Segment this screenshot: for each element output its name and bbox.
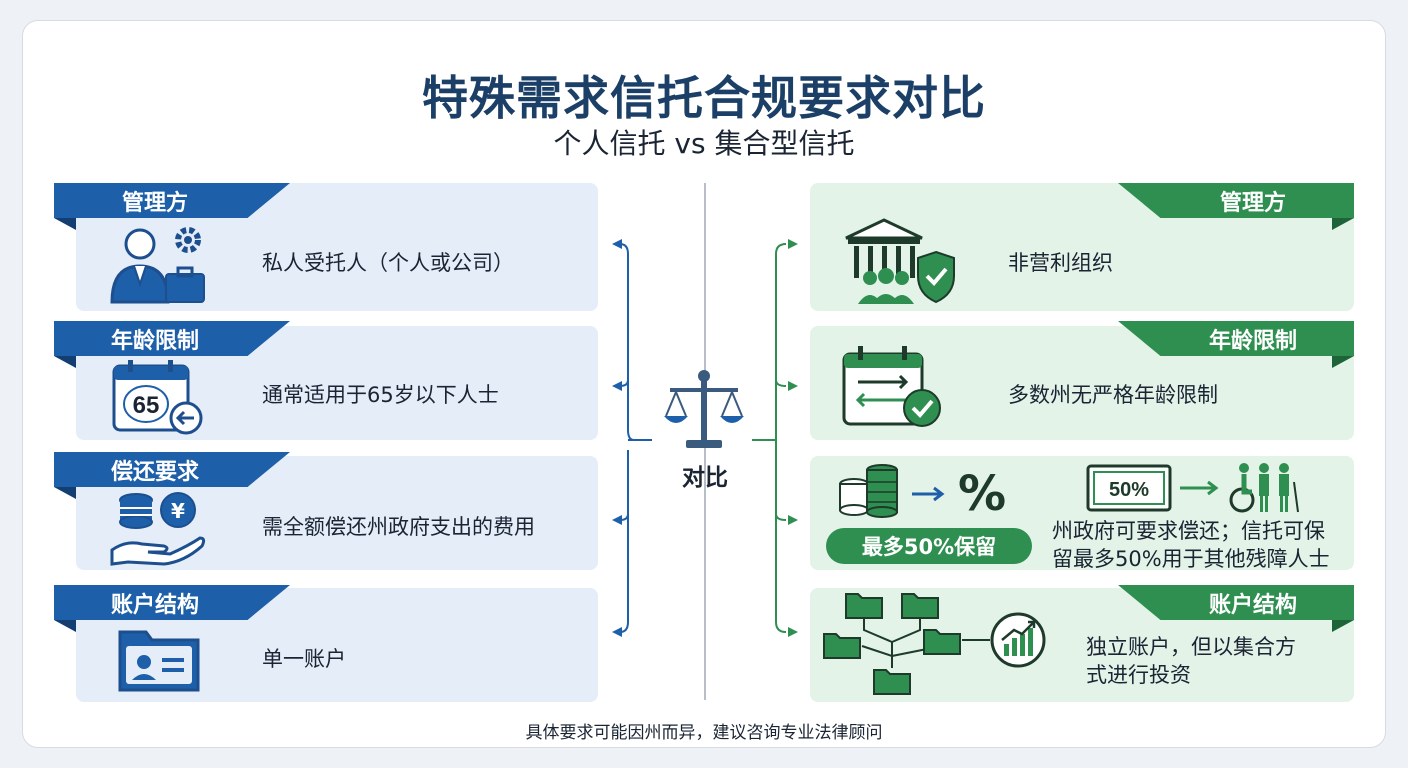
right-text-repayment-line-2: 留最多50%用于其他残障人士 — [1052, 547, 1330, 571]
coins-yen-hand-icon: ¥ — [110, 492, 206, 566]
trustee-person-gear-briefcase-icon — [110, 227, 205, 304]
left-text-manager: 私人受托人（个人或公司） — [262, 251, 514, 275]
left-tag-repayment: 偿还要求 — [54, 452, 290, 487]
age-65-label: 65 — [133, 392, 160, 419]
left-text-account: 单一账户 — [262, 647, 346, 671]
connector-lines — [612, 239, 798, 637]
max-retention-pill: 最多50%保留 — [826, 528, 1032, 564]
left-tag-account: 账户结构 — [54, 585, 290, 620]
calendar-65-icon: 65 — [112, 360, 203, 435]
left-text-repayment: 需全额偿还州政府支出的费用 — [262, 515, 535, 539]
left-text-age: 通常适用于65岁以下人士 — [262, 383, 499, 407]
single-account-folder-icon — [118, 630, 200, 692]
right-tag-age: 年龄限制 — [1118, 321, 1354, 356]
nonprofit-building-shield-icon — [845, 218, 955, 304]
page-title: 特殊需求信托合规要求对比 — [422, 71, 986, 125]
balance-scale-icon — [664, 370, 744, 448]
footnote: 具体要求可能因州而异，建议咨询专业法律顾问 — [525, 723, 883, 743]
left-tag-age: 年龄限制 — [54, 321, 290, 356]
right-text-manager: 非营利组织 — [1008, 251, 1113, 275]
right-tag-account: 账户结构 — [1118, 585, 1354, 620]
yen-symbol: ¥ — [171, 499, 185, 523]
right-text-account-line-1: 独立账户，但以集合方 — [1086, 635, 1296, 659]
fifty-percent-bill-label: 50% — [1109, 479, 1149, 501]
right-text-repayment-line-1: 州政府可要求偿还；信托可保 — [1052, 519, 1325, 543]
pooled-folders-growth-icon — [823, 593, 1046, 695]
coins-to-percent-icon: % — [839, 464, 1006, 522]
right-tag-manager: 管理方 — [1118, 183, 1354, 218]
percent-icon: % — [958, 466, 1006, 522]
bill-to-disabled-group-icon: 50% — [1086, 463, 1299, 513]
left-tag-manager: 管理方 — [54, 183, 290, 218]
right-text-age: 多数州无严格年龄限制 — [1008, 383, 1218, 407]
calendar-check-icon — [842, 346, 941, 427]
compare-label: 对比 — [682, 465, 728, 491]
right-text-account-line-2: 式进行投资 — [1086, 663, 1191, 687]
page-subtitle: 个人信托 vs 集合型信托 — [553, 127, 855, 160]
